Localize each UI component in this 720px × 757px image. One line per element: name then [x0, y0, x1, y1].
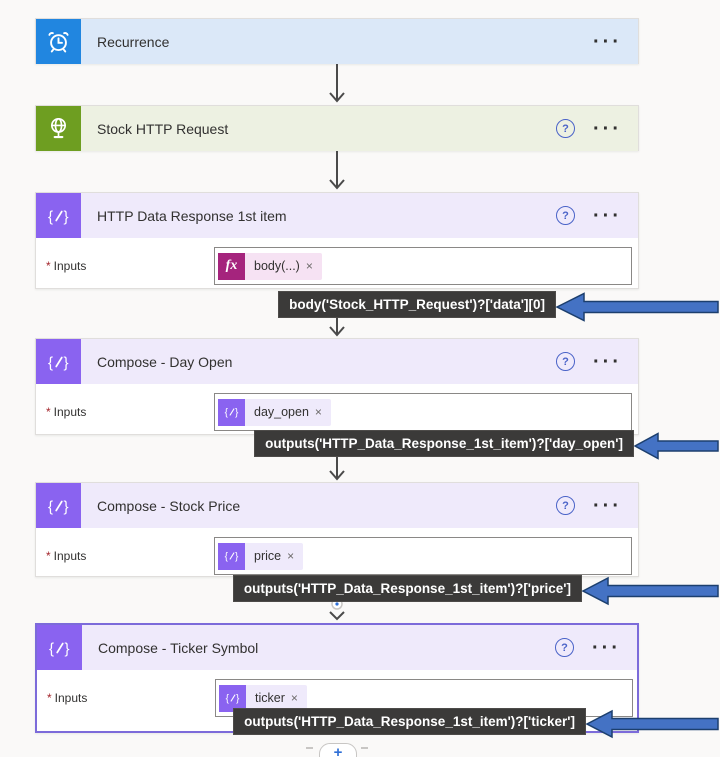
dynamic-content-token[interactable]: { } price ×: [218, 542, 304, 570]
card-header[interactable]: { } Compose - Stock Price ? ···: [36, 483, 638, 528]
close-icon[interactable]: ×: [305, 259, 313, 273]
menu-ellipsis-icon[interactable]: ···: [593, 204, 622, 227]
token-label: ticker: [255, 691, 285, 705]
callout-arrow-left-icon: [582, 576, 719, 606]
menu-ellipsis-icon[interactable]: ···: [592, 636, 621, 659]
svg-text:{: {: [48, 354, 53, 371]
card-body: *Inputs { } day_open ×: [36, 384, 638, 431]
required-marker: *: [46, 259, 51, 273]
card-title: HTTP Data Response 1st item: [97, 207, 287, 224]
insert-line-left: [306, 747, 313, 749]
token-label: price: [254, 549, 282, 563]
card-body: *Inputs fx body(...) ×: [36, 238, 638, 285]
action-card-http-data-response[interactable]: { } HTTP Data Response 1st item ? ··· *I…: [35, 192, 639, 289]
card-title: Stock HTTP Request: [97, 120, 229, 137]
svg-text:{: {: [48, 498, 53, 515]
svg-text:}: }: [235, 552, 239, 563]
expression-token[interactable]: fx body(...) ×: [218, 252, 322, 280]
inputs-label: *Inputs: [46, 549, 87, 563]
insert-line-right: [361, 747, 368, 749]
globe-icon: [36, 106, 81, 151]
braces-pencil-icon: { }: [36, 339, 81, 384]
inputs-label: *Inputs: [46, 405, 87, 419]
svg-text:{: {: [225, 694, 229, 705]
card-header[interactable]: { } HTTP Data Response 1st item ? ···: [36, 193, 638, 238]
required-marker: *: [47, 691, 52, 705]
inputs-field[interactable]: { } day_open ×: [214, 393, 632, 431]
svg-text:{: {: [48, 208, 53, 225]
svg-text:}: }: [235, 408, 239, 419]
menu-ellipsis-icon[interactable]: ···: [593, 494, 622, 517]
callout-arrow-left-icon: [556, 292, 719, 322]
token-label: day_open: [254, 405, 309, 419]
close-icon[interactable]: ×: [290, 691, 298, 705]
braces-pencil-icon: { }: [37, 625, 82, 670]
close-icon[interactable]: ×: [287, 549, 295, 563]
connector-arrow-down-icon: [329, 151, 345, 190]
expression-tooltip: outputs('HTTP_Data_Response_1st_item')?[…: [254, 430, 634, 457]
inputs-label: *Inputs: [46, 259, 87, 273]
braces-pencil-icon: { }: [218, 542, 245, 570]
svg-text:}: }: [63, 208, 68, 225]
card-header[interactable]: Recurrence ···: [36, 19, 638, 64]
expression-tooltip: body('Stock_HTTP_Request')?['data'][0]: [278, 291, 556, 318]
help-icon[interactable]: ?: [555, 638, 575, 657]
braces-pencil-icon: { }: [36, 193, 81, 238]
callout-arrow-left-icon: [634, 432, 719, 460]
add-step-button[interactable]: +: [319, 743, 357, 757]
menu-ellipsis-icon[interactable]: ···: [593, 350, 622, 373]
callout-arrow-left-icon: [586, 709, 719, 739]
card-header[interactable]: { } Compose - Ticker Symbol ? ···: [37, 625, 637, 670]
action-card-compose-stock-price[interactable]: { } Compose - Stock Price ? ··· *Inputs …: [35, 482, 639, 577]
card-title: Compose - Ticker Symbol: [98, 639, 259, 656]
inputs-field[interactable]: { } price ×: [214, 537, 632, 575]
action-card-compose-day-open[interactable]: { } Compose - Day Open ? ··· *Inputs {: [35, 338, 639, 435]
braces-pencil-icon: { }: [218, 398, 245, 426]
expression-tooltip: outputs('HTTP_Data_Response_1st_item')?[…: [233, 708, 586, 735]
connector-arrow-down-icon: [329, 64, 345, 103]
trigger-card-recurrence[interactable]: Recurrence ···: [35, 18, 639, 64]
action-card-stock-http-request[interactable]: Stock HTTP Request ? ···: [35, 105, 639, 151]
braces-pencil-icon: { }: [36, 483, 81, 528]
braces-pencil-icon: { }: [219, 684, 246, 712]
svg-text:{: {: [49, 640, 54, 657]
svg-text:}: }: [63, 498, 68, 515]
required-marker: *: [46, 549, 51, 563]
help-icon[interactable]: ?: [556, 352, 576, 371]
token-label: body(...): [254, 259, 300, 273]
close-icon[interactable]: ×: [314, 405, 322, 419]
svg-text:}: }: [236, 694, 240, 705]
menu-ellipsis-icon[interactable]: ···: [593, 117, 622, 140]
card-body: *Inputs { } price ×: [36, 528, 638, 575]
svg-text:{: {: [224, 552, 228, 563]
expression-tooltip: outputs('HTTP_Data_Response_1st_item')?[…: [232, 575, 582, 602]
svg-text:}: }: [63, 354, 68, 371]
dynamic-content-token[interactable]: { } day_open ×: [218, 398, 331, 426]
help-icon[interactable]: ?: [556, 496, 576, 515]
svg-text:}: }: [64, 640, 69, 657]
card-header[interactable]: { } Compose - Day Open ? ···: [36, 339, 638, 384]
card-title: Compose - Day Open: [97, 353, 233, 370]
dynamic-content-token[interactable]: { } ticker ×: [219, 684, 307, 712]
inputs-label: *Inputs: [47, 691, 88, 705]
inputs-field[interactable]: fx body(...) ×: [214, 247, 632, 285]
fx-function-icon: fx: [218, 252, 245, 280]
card-header[interactable]: Stock HTTP Request ? ···: [36, 106, 638, 151]
help-icon[interactable]: ?: [556, 119, 576, 138]
menu-ellipsis-icon[interactable]: ···: [593, 30, 622, 53]
required-marker: *: [46, 405, 51, 419]
card-title: Recurrence: [97, 33, 170, 50]
card-title: Compose - Stock Price: [97, 497, 241, 514]
svg-text:{: {: [224, 408, 228, 419]
alarm-clock-icon: [36, 19, 81, 64]
help-icon[interactable]: ?: [556, 206, 576, 225]
